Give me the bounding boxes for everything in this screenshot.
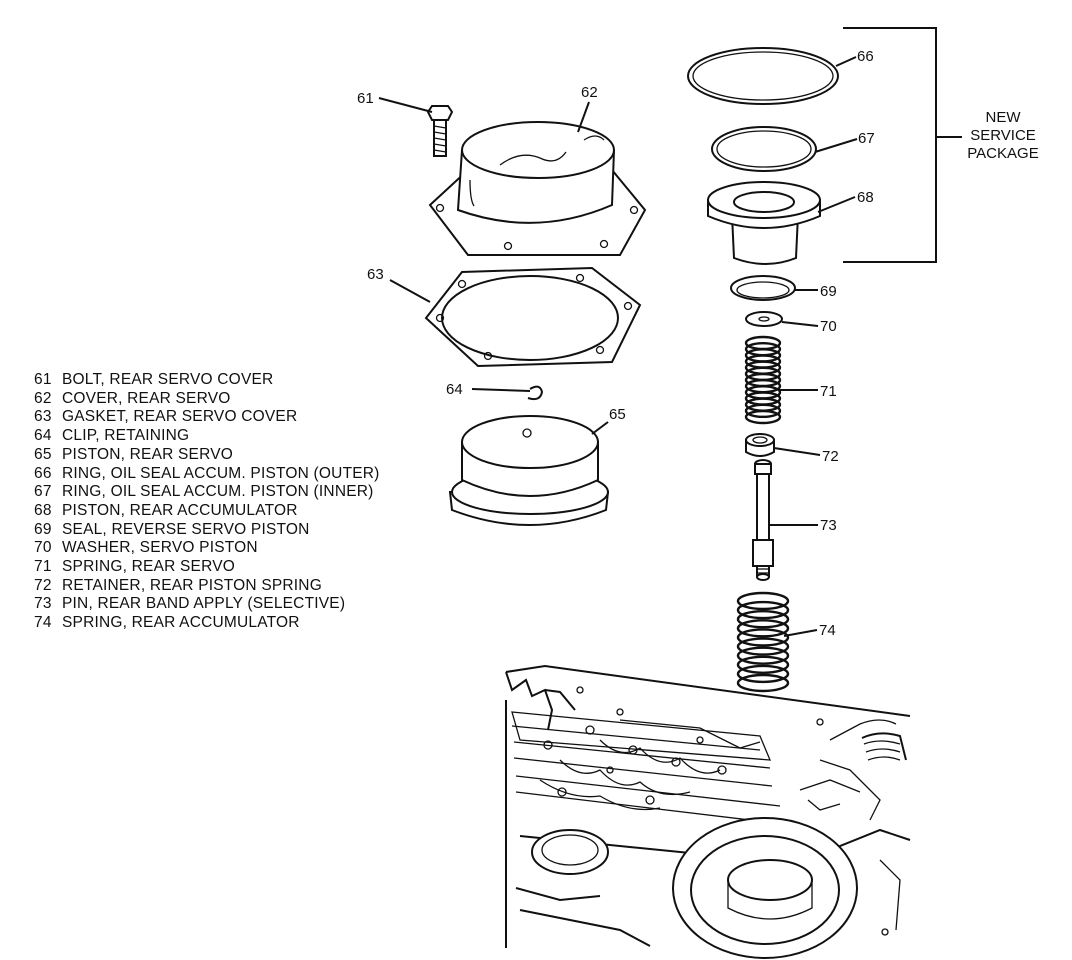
callout-72: 72 bbox=[822, 448, 839, 465]
part-70-washer bbox=[745, 311, 783, 327]
legend-num: 61 bbox=[34, 371, 52, 388]
legend-desc: GASKET, REAR SERVO COVER bbox=[62, 408, 298, 426]
legend-desc: CLIP, RETAINING bbox=[62, 427, 190, 445]
legend-row-62: 62 COVER, REAR SERVO bbox=[34, 390, 454, 409]
legend-desc: SPRING, REAR ACCUMULATOR bbox=[62, 614, 300, 632]
legend-row-72: 72 RETAINER, REAR PISTON SPRING bbox=[34, 577, 454, 596]
legend-desc: SPRING, REAR SERVO bbox=[62, 558, 235, 576]
legend-num: 65 bbox=[34, 445, 52, 463]
spring-coil bbox=[736, 637, 790, 656]
spring-coil bbox=[736, 628, 790, 647]
callout-61: 61 bbox=[357, 90, 374, 107]
legend-row-61: 61 BOLT, REAR SERVO COVER bbox=[34, 371, 454, 390]
legend-num: 68 bbox=[34, 501, 52, 519]
callout-63: 63 bbox=[367, 266, 384, 283]
legend-num: 64 bbox=[34, 427, 52, 445]
legend-num: 74 bbox=[34, 614, 52, 632]
legend-num: 71 bbox=[34, 558, 52, 576]
callout-labels: 61 62 63 64 65 66 67 68 69 70 71 72 73 7… bbox=[357, 48, 875, 639]
callout-68: 68 bbox=[857, 189, 874, 206]
callout-67: 67 bbox=[858, 130, 875, 147]
part-62-servo-cover bbox=[428, 121, 647, 256]
legend-num: 70 bbox=[34, 539, 52, 557]
part-67-inner-ring bbox=[711, 126, 817, 172]
legend-desc: PISTON, REAR SERVO bbox=[62, 445, 233, 463]
legend-desc: BOLT, REAR SERVO COVER bbox=[62, 371, 274, 388]
part-63-gasket bbox=[424, 266, 642, 368]
legend-desc: COVER, REAR SERVO bbox=[62, 389, 231, 407]
part-68-accumulator-piston bbox=[707, 181, 821, 265]
legend-num: 62 bbox=[34, 389, 52, 407]
service-package-line2: SERVICE bbox=[970, 127, 1036, 144]
legend-num: 63 bbox=[34, 408, 52, 426]
leader-lines bbox=[378, 56, 858, 637]
spring-coil bbox=[736, 655, 790, 674]
spring-coil bbox=[736, 600, 790, 620]
legend-desc: WASHER, SERVO PISTON bbox=[62, 539, 258, 557]
legend-row-73: 73 PIN, REAR BAND APPLY (SELECTIVE) bbox=[34, 595, 454, 614]
legend-row-74: 74 SPRING, REAR ACCUMULATOR bbox=[34, 614, 454, 633]
spring-coil bbox=[736, 646, 790, 665]
service-package-line1: NEW bbox=[986, 109, 1022, 126]
legend-num: 72 bbox=[34, 576, 52, 594]
part-71-servo-spring bbox=[744, 335, 782, 425]
spring-coil bbox=[744, 409, 782, 425]
callout-73: 73 bbox=[820, 517, 837, 534]
legend-desc: SEAL, REVERSE SERVO PISTON bbox=[62, 520, 310, 538]
legend-row-64: 64 CLIP, RETAINING bbox=[34, 427, 454, 446]
callout-66: 66 bbox=[857, 48, 874, 65]
spring-coil bbox=[736, 673, 790, 693]
callout-74: 74 bbox=[819, 622, 836, 639]
callout-65: 65 bbox=[609, 406, 626, 423]
parts-legend: 61 BOLT, REAR SERVO COVER 62 COVER, REAR S… bbox=[34, 371, 454, 633]
legend-num: 66 bbox=[34, 464, 52, 482]
legend-desc: RETAINER, REAR PISTON SPRING bbox=[62, 576, 322, 594]
legend-num: 67 bbox=[34, 483, 52, 501]
legend-desc: RING, OIL SEAL ACCUM. PISTON (INNER) bbox=[62, 483, 374, 501]
legend-num: 73 bbox=[34, 595, 52, 613]
legend-row-68: 68 PISTON, REAR ACCUMULATOR bbox=[34, 502, 454, 521]
spring-coil bbox=[736, 619, 790, 638]
part-64-clip bbox=[527, 385, 544, 401]
legend-desc: PISTON, REAR ACCUMULATOR bbox=[62, 501, 298, 519]
legend-row-70: 70 WASHER, SERVO PISTON bbox=[34, 539, 454, 558]
transmission-case bbox=[505, 664, 911, 959]
service-package-bracket bbox=[843, 27, 962, 263]
legend-row-69: 69 SEAL, REVERSE SERVO PISTON bbox=[34, 521, 454, 540]
part-65-servo-piston bbox=[448, 415, 610, 526]
spring-coil bbox=[744, 403, 782, 419]
part-72-retainer bbox=[745, 433, 775, 457]
service-package-label: NEW SERVICE PACKAGE bbox=[967, 109, 1038, 162]
callout-62: 62 bbox=[581, 84, 598, 101]
callout-71: 71 bbox=[820, 383, 837, 400]
part-61-bolt bbox=[426, 105, 454, 157]
service-package-line3: PACKAGE bbox=[967, 145, 1038, 162]
part-73-band-apply-pin bbox=[752, 459, 774, 581]
legend-row-65: 65 PISTON, REAR SERVO bbox=[34, 446, 454, 465]
legend-num: 69 bbox=[34, 520, 52, 538]
spring-coil bbox=[736, 610, 790, 629]
legend-desc: PIN, REAR BAND APPLY (SELECTIVE) bbox=[62, 595, 346, 613]
callout-69: 69 bbox=[820, 283, 837, 300]
legend-row-67: 67 RING, OIL SEAL ACCUM. PISTON (INNER) bbox=[34, 483, 454, 502]
part-66-outer-ring bbox=[687, 47, 839, 105]
legend-row-63: 63 GASKET, REAR SERVO COVER bbox=[34, 408, 454, 427]
legend-row-66: 66 RING, OIL SEAL ACCUM. PISTON (OUTER) bbox=[34, 465, 454, 484]
callout-64: 64 bbox=[446, 381, 463, 398]
legend-row-71: 71 SPRING, REAR SERVO bbox=[34, 558, 454, 577]
legend-desc: RING, OIL SEAL ACCUM. PISTON (OUTER) bbox=[62, 464, 380, 482]
spring-coil bbox=[736, 591, 790, 611]
part-74-accumulator-spring bbox=[736, 591, 790, 693]
part-69-seal bbox=[730, 275, 796, 301]
callout-70: 70 bbox=[820, 318, 837, 335]
spring-coil bbox=[736, 664, 790, 684]
